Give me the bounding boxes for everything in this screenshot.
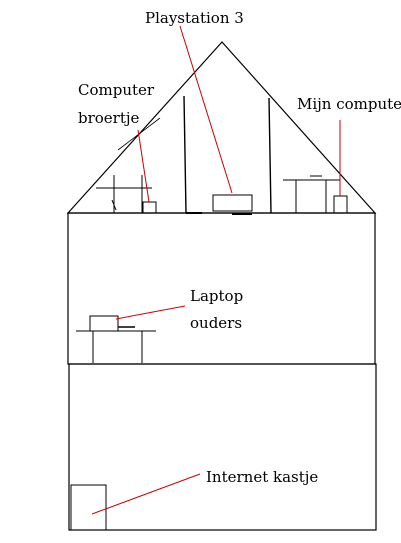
- computer-brother-icon: [142, 201, 157, 214]
- attic-post-1: [183, 95, 187, 214]
- label-laptop-2: ouders: [190, 314, 242, 332]
- playstation-icon: [212, 194, 253, 212]
- label-playstation: Playstation 3: [145, 9, 244, 27]
- pointer-computer-brother: [137, 129, 150, 203]
- attic-post-2: [268, 97, 272, 214]
- ground-floor: [68, 363, 377, 531]
- label-computer-brother-2: broertje: [78, 109, 140, 127]
- desk-brother: [96, 175, 152, 213]
- laptop-icon: [89, 315, 119, 332]
- desk-parents: [76, 330, 156, 363]
- label-my-computer: Mijn computer: [297, 95, 401, 113]
- my-computer-icon: [333, 195, 348, 214]
- pointer-laptop: [115, 305, 186, 320]
- label-internet-box: Internet kastje: [206, 468, 318, 486]
- label-computer-brother-1: Computer: [78, 81, 155, 99]
- desk-mine: [283, 175, 340, 213]
- pointer-playstation: [179, 25, 233, 194]
- label-laptop-1: Laptop: [190, 287, 243, 305]
- pointer-internet-box: [91, 473, 201, 515]
- internet-box-icon: [70, 484, 107, 531]
